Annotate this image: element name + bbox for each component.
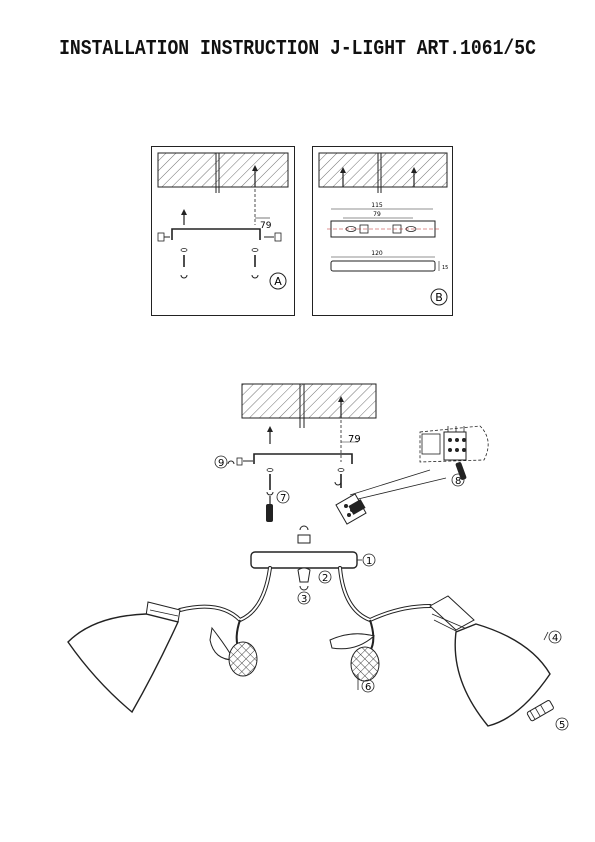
dimension-mid: 79 — [373, 211, 381, 218]
rotate-arrow-icon — [251, 274, 259, 279]
dimension-side: 15 — [442, 265, 448, 271]
terminal-block — [335, 493, 367, 525]
rotate-arrow-icon — [334, 481, 342, 486]
callout-4: 4 — [552, 633, 558, 644]
rotate-arrow-icon — [227, 460, 235, 465]
dimension-top: 115 — [371, 202, 383, 209]
screwdriver-icon — [455, 462, 467, 480]
dimension-bottom: 120 — [371, 250, 383, 257]
ceiling-hatch — [241, 383, 377, 419]
step-a-label: A — [274, 275, 282, 288]
rotate-arrow-icon — [299, 585, 309, 591]
right-arm — [338, 566, 432, 623]
canopy-base — [250, 551, 358, 569]
rotate-arrow-icon — [180, 274, 188, 279]
callout-6: 6 — [365, 682, 371, 693]
callout-2: 2 — [322, 573, 328, 584]
rotate-arrow-icon — [266, 491, 274, 496]
diagram-panel-a: 79 A — [151, 146, 295, 316]
callout-3: 3 — [301, 594, 307, 605]
lock-nut-icon — [297, 534, 311, 544]
ceiling-hatch — [318, 152, 448, 188]
crystal-pendant — [228, 641, 258, 677]
rotate-arrow-icon — [299, 525, 309, 531]
screwdriver-icon — [266, 504, 273, 522]
left-glass-shade — [67, 601, 181, 714]
callout-5: 5 — [559, 720, 565, 731]
callout-9: 9 — [218, 458, 224, 469]
step-b-badge — [430, 288, 448, 306]
mounting-bracket — [253, 453, 353, 464]
ceiling-hatch — [157, 152, 289, 188]
main-dimension: 79 — [348, 434, 361, 445]
light-bulb — [526, 700, 554, 722]
screw-icon — [181, 209, 187, 215]
document-title: INSTALLATION INSTRUCTION J-LIGHT ART.106… — [59, 38, 536, 61]
callout-8: 8 — [455, 476, 461, 487]
callout-1: 1 — [366, 556, 372, 567]
diagram-panel-b: 115 79 120 15 B — [312, 146, 453, 316]
callout-7: 7 — [280, 493, 286, 504]
terminal-detail-bubble: 8 — [419, 425, 489, 487]
panel-a-drawing: 79 A — [157, 152, 289, 290]
wall-plug-icon — [252, 165, 258, 171]
crystal-pendant — [350, 646, 380, 682]
wall-plug-icon — [338, 396, 344, 402]
right-glass-shade — [429, 595, 551, 727]
leaf-decoration — [329, 633, 376, 650]
step-b-label: B — [435, 291, 443, 304]
exploded-view-diagram: 79 9 7 8 — [67, 383, 569, 731]
wall-plug-icon — [340, 167, 346, 173]
panel-b-drawing: 115 79 120 15 B — [318, 152, 448, 306]
step-a-badge — [269, 272, 287, 290]
bracket-side-view — [330, 260, 436, 272]
screw-icon — [267, 426, 273, 432]
left-arm — [178, 566, 272, 623]
panel-a-dimension: 79 — [260, 221, 272, 231]
wall-plug-icon — [411, 167, 417, 173]
mounting-bracket — [171, 228, 261, 240]
